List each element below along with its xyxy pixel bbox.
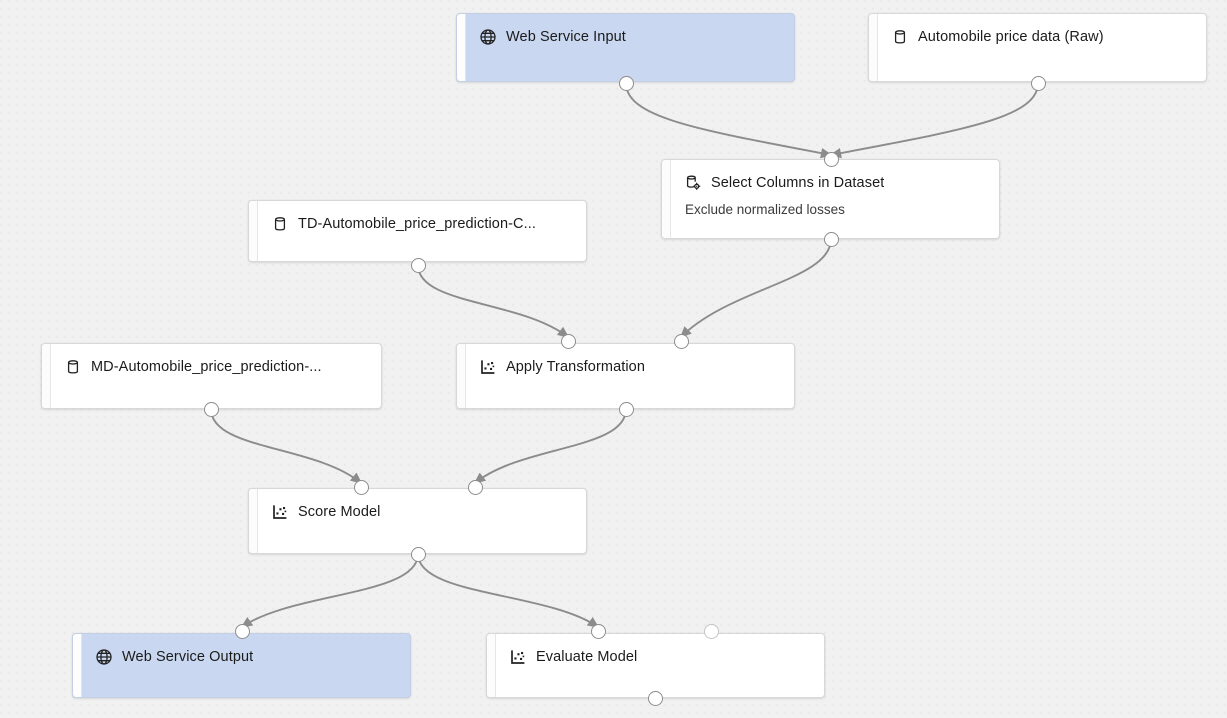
node-left-strip (662, 160, 671, 238)
module-icon (273, 505, 287, 519)
output-port-score-model[interactable] (410, 546, 426, 562)
node-left-strip (457, 344, 466, 408)
edge-score-model-to-web-service-output[interactable] (240, 553, 419, 628)
edge-md-automobile-price-prediction-to-score-model[interactable] (210, 408, 363, 485)
node-header: Apply Transformation (479, 358, 782, 376)
node-body: Automobile price data (Raw) (877, 14, 1206, 81)
dataset-settings-icon (686, 175, 701, 190)
node-title: Select Columns in Dataset (711, 175, 885, 191)
node-title: Evaluate Model (536, 649, 638, 665)
input-port-score-model[interactable] (467, 479, 483, 495)
node-title: Web Service Input (506, 29, 626, 45)
edge-apply-transformation-to-score-model[interactable] (473, 408, 627, 485)
edge-web-service-input-to-select-columns-in-dataset[interactable] (625, 82, 833, 159)
node-header: MD-Automobile_price_prediction-... (64, 358, 369, 376)
node-body: Web Service Input (465, 14, 794, 81)
node-title: MD-Automobile_price_prediction-... (91, 359, 322, 375)
node-web-service-input[interactable]: Web Service Input (456, 13, 795, 82)
node-body: Web Service Output (81, 634, 410, 697)
input-port-select-columns-in-dataset[interactable] (823, 151, 839, 167)
node-web-service-output[interactable]: Web Service Output (72, 633, 411, 698)
node-left-strip (487, 634, 496, 697)
node-left-strip (457, 14, 466, 81)
node-body: Score Model (257, 489, 586, 553)
node-evaluate-model[interactable]: Evaluate Model (486, 633, 825, 698)
edge-select-columns-in-dataset-to-apply-transformation[interactable] (679, 238, 832, 339)
edge-automobile-price-data-raw-to-select-columns-in-dataset[interactable] (829, 82, 1039, 159)
node-title: Score Model (298, 504, 381, 520)
node-header: Score Model (271, 503, 574, 521)
input-port-evaluate-model[interactable] (703, 623, 719, 639)
output-port-automobile-price-data-raw[interactable] (1030, 75, 1046, 91)
edge-score-model-to-evaluate-model[interactable] (417, 553, 600, 628)
output-port-md-automobile-price-prediction[interactable] (203, 401, 219, 417)
node-left-strip (869, 14, 878, 81)
dataset-icon (894, 30, 906, 44)
input-port-evaluate-model[interactable] (590, 623, 606, 639)
globe-icon (96, 649, 112, 665)
node-md-automobile-price-prediction[interactable]: MD-Automobile_price_prediction-... (41, 343, 382, 409)
node-header: Web Service Output (95, 648, 398, 666)
output-port-select-columns-in-dataset[interactable] (823, 231, 839, 247)
node-body: Apply Transformation (465, 344, 794, 408)
node-automobile-price-data-raw[interactable]: Automobile price data (Raw) (868, 13, 1207, 82)
node-title: TD-Automobile_price_prediction-C... (298, 216, 537, 232)
node-comment: Exclude normalized losses (685, 202, 845, 217)
node-header: Web Service Input (479, 28, 782, 46)
node-left-strip (249, 201, 258, 261)
node-title: Automobile price data (Raw) (918, 29, 1104, 45)
output-port-evaluate-model[interactable] (647, 690, 663, 706)
node-header: Select Columns in Dataset (684, 174, 987, 192)
node-apply-transformation[interactable]: Apply Transformation (456, 343, 795, 409)
node-score-model[interactable]: Score Model (248, 488, 587, 554)
node-header: Automobile price data (Raw) (891, 28, 1194, 46)
node-left-strip (42, 344, 51, 408)
globe-icon (480, 29, 496, 45)
node-header: TD-Automobile_price_prediction-C... (271, 215, 574, 233)
module-icon (481, 360, 495, 374)
output-port-td-automobile-price-prediction[interactable] (410, 257, 426, 273)
node-body: MD-Automobile_price_prediction-... (50, 344, 381, 408)
dataset-icon (67, 360, 79, 374)
edge-td-automobile-price-prediction-to-apply-transformation[interactable] (417, 264, 570, 339)
input-port-web-service-output[interactable] (234, 623, 250, 639)
node-title: Web Service Output (122, 649, 254, 665)
node-body: Evaluate Model (495, 634, 824, 697)
node-left-strip (249, 489, 258, 553)
node-header: Evaluate Model (509, 648, 812, 666)
node-left-strip (73, 634, 82, 697)
output-port-apply-transformation[interactable] (618, 401, 634, 417)
input-port-apply-transformation[interactable] (673, 333, 689, 349)
input-port-score-model[interactable] (353, 479, 369, 495)
module-icon (511, 650, 525, 664)
node-body: TD-Automobile_price_prediction-C... (257, 201, 586, 261)
output-port-web-service-input[interactable] (618, 75, 634, 91)
input-port-apply-transformation[interactable] (560, 333, 576, 349)
node-td-automobile-price-prediction[interactable]: TD-Automobile_price_prediction-C... (248, 200, 587, 262)
dataset-icon (274, 217, 286, 231)
node-title: Apply Transformation (506, 359, 646, 375)
